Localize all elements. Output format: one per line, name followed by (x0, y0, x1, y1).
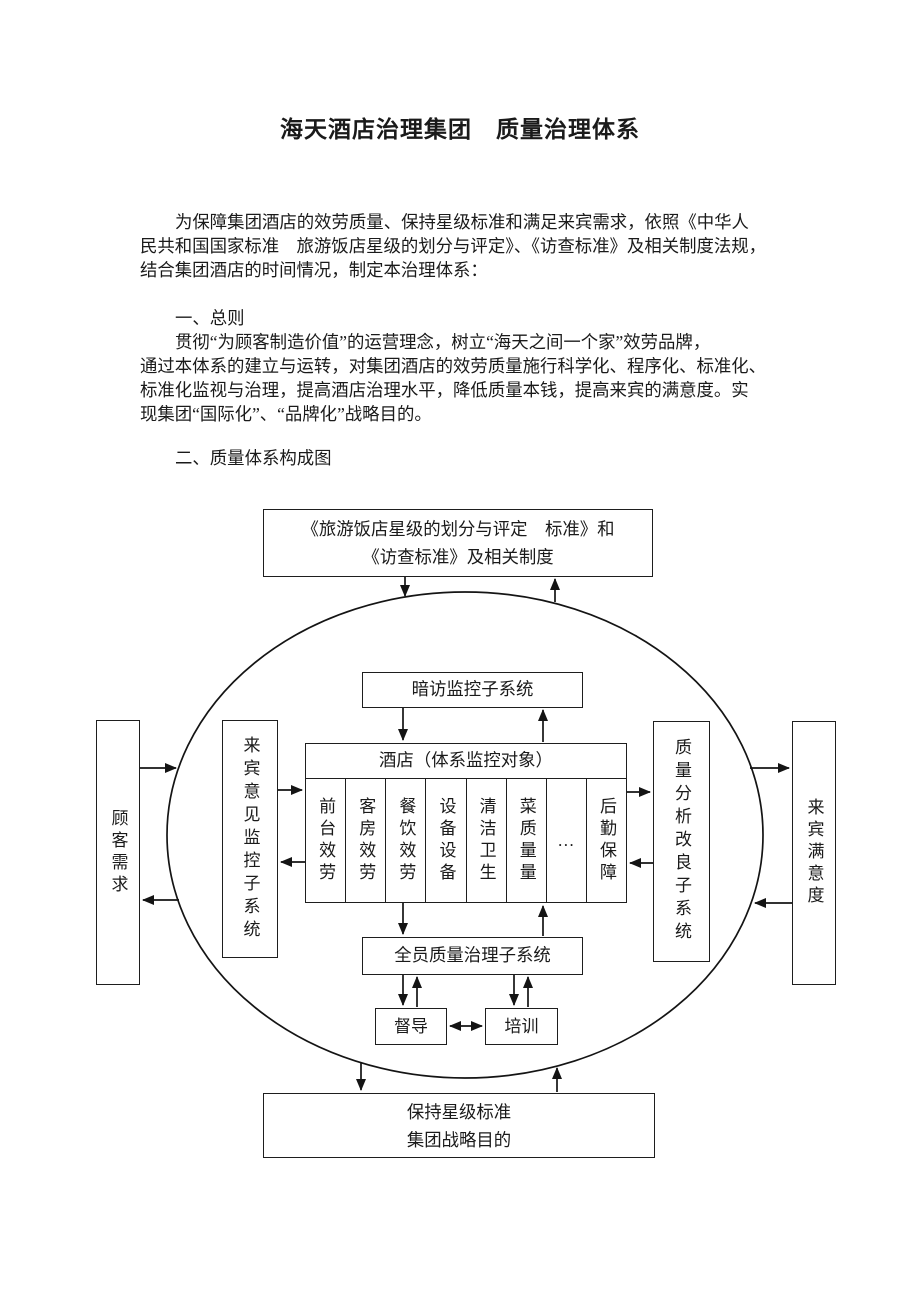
strategic-goal-line1: 保持星级标准 (406, 1101, 512, 1122)
standards-box: 《旅游饭店星级的划分与评定 标准》和 《访查标准》及相关制度 (263, 509, 653, 577)
intro-paragraph: 为保障集团酒店的效劳质量、保持星级标准和满足来宾需求，依照《中华人 民共和国国家… (140, 210, 790, 282)
general-rules-line: 贯彻“为顾客制造价值”的运营理念，树立“海天之间一个家”效劳品牌， (175, 332, 711, 352)
guest-satisfaction-label: 来宾满意度 (804, 798, 824, 908)
strategic-goal-box: 保持星级标准 集团战略目的 (263, 1093, 655, 1158)
hotel-column-ellipsis: … (547, 779, 587, 902)
general-rules-paragraph: 贯彻“为顾客制造价值”的运营理念，树立“海天之间一个家”效劳品牌， 通过本体系的… (140, 330, 790, 426)
guest-satisfaction-box: 来宾满意度 (792, 721, 836, 985)
customer-needs-box: 顾客需求 (96, 720, 140, 985)
intro-line: 民共和国国家标准 旅游饭店星级的划分与评定》、《访查标准》及相关制度法规， (140, 236, 767, 256)
training-label: 培训 (504, 1017, 539, 1036)
hotel-column-rooms: 客房效劳 (346, 779, 387, 902)
hotel-column-front-desk: 前台效劳 (306, 779, 347, 902)
training-box: 培训 (485, 1008, 558, 1045)
quality-analysis-subsystem-box: 质量分析改良子系统 (653, 721, 710, 962)
quality-analysis-label: 质量分析改良子系统 (672, 738, 691, 945)
hotel-column-equipment: 设备设备 (426, 779, 467, 902)
secret-visit-subsystem-box: 暗访监控子系统 (362, 672, 583, 708)
heading-general-rules: 一、总则 (175, 308, 245, 328)
intro-line: 为保障集团酒店的效劳质量、保持星级标准和满足来宾需求，依照《中华人 (175, 212, 749, 232)
guest-opinion-label: 来宾意见监控子系统 (240, 735, 260, 943)
hotel-header: 酒店（体系监控对象） (306, 744, 626, 779)
hotel-column-logistics: 后勤保障 (596, 796, 616, 885)
standards-box-line1: 《旅游饭店星级的划分与评定 标准》和 (301, 519, 615, 539)
customer-needs-label: 顾客需求 (108, 808, 128, 897)
total-quality-label: 全员质量治理子系统 (394, 945, 551, 966)
hotel-columns: 前台效劳 客房效劳 餐饮效劳 设备设备 清洁卫生 菜质量量 … 后勤保障 (306, 779, 626, 902)
hotel-box: 酒店（体系监控对象） 前台效劳 客房效劳 餐饮效劳 设备设备 清洁卫生 菜质量量… (305, 743, 627, 903)
supervision-box: 督导 (375, 1008, 447, 1045)
guest-opinion-subsystem-box: 来宾意见监控子系统 (222, 720, 278, 958)
general-rules-line: 通过本体系的建立与运转，对集团酒店的效劳质量施行科学化、程序化、标准化、 (140, 356, 767, 376)
page-title: 海天酒店治理集团 质量治理体系 (280, 117, 640, 142)
general-rules-line: 标准化监视与治理，提高酒店治理水平，降低质量本钱，提高来宾的满意度。实 (140, 380, 749, 400)
heading-diagram-section: 二、质量体系构成图 (175, 448, 332, 468)
standards-box-line2: 《访查标准》及相关制度 (362, 547, 554, 567)
strategic-goal-line2: 集团战略目的 (406, 1129, 512, 1150)
total-quality-subsystem-box: 全员质量治理子系统 (362, 937, 583, 975)
intro-line: 结合集团酒店的时间情况，制定本治理体系： (140, 260, 488, 280)
supervision-label: 督导 (394, 1017, 428, 1036)
hotel-column-dish-quality: 菜质量量 (507, 779, 547, 902)
hotel-column-food-beverage: 餐饮效劳 (386, 779, 427, 902)
general-rules-line: 现集团“国际化”、“品牌化”战略目的。 (140, 404, 432, 424)
hotel-column-hygiene: 清洁卫生 (467, 779, 507, 902)
secret-visit-label: 暗访监控子系统 (411, 679, 534, 700)
